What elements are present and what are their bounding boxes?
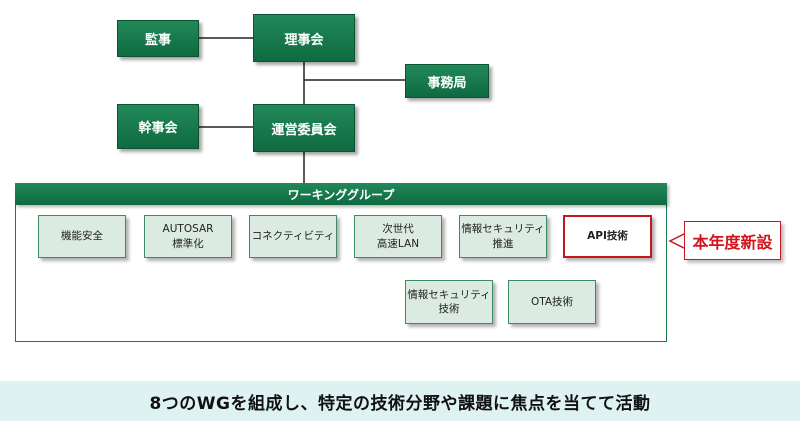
new-this-year-callout: 本年度新設: [684, 221, 781, 260]
wg-label: API技術: [587, 230, 628, 243]
secretariat-label: 事務局: [427, 75, 467, 91]
wg-label: OTA技術: [530, 295, 574, 308]
board-box: 理事会: [253, 14, 355, 62]
wg-label: 推進: [492, 237, 514, 250]
wg-api-technology: API技術: [563, 215, 652, 258]
executive-label: 幹事会: [138, 121, 178, 136]
executive-box: 幹事会: [117, 104, 199, 149]
working-group-title: ワーキンググループ: [287, 187, 395, 202]
wg-label: 次世代: [382, 223, 414, 236]
wg-next-generation-lan: 次世代 高速LAN: [354, 215, 442, 258]
caption-text: 8つのWGを組成し、特定の技術分野や課題に焦点を当てて活動: [149, 393, 651, 414]
secretariat-box: 事務局: [405, 64, 489, 98]
wg-infosec-promotion: 情報セキュリティ 推進: [459, 215, 547, 258]
wg-functional-safety: 機能安全: [38, 215, 126, 258]
board-label: 理事会: [284, 32, 324, 48]
wg-autosar: AUTOSAR 標準化: [144, 215, 232, 258]
wg-label: 標準化: [172, 237, 204, 250]
wg-label: 技術: [438, 303, 460, 315]
auditor-box: 監事: [117, 20, 199, 57]
wg-label: 高速LAN: [376, 237, 420, 250]
wg-label: 機能安全: [61, 230, 103, 243]
wg-label: 情報セキュリティ: [461, 223, 545, 236]
wg-infosec-technology: 情報セキュリティ 技術: [405, 280, 493, 324]
steering-committee-box: 運営委員会: [253, 104, 355, 152]
wg-label: 情報セキュリティ: [407, 288, 491, 301]
steering-committee-label: 運営委員会: [271, 122, 337, 138]
wg-connectivity: コネクティビティ: [249, 215, 337, 258]
caption-bar: 8つのWGを組成し、特定の技術分野や課題に焦点を当てて活動: [0, 381, 800, 421]
auditor-label: 監事: [144, 33, 171, 48]
wg-label: コネクティビティ: [251, 230, 335, 243]
wg-label: AUTOSAR: [162, 223, 214, 236]
callout-label: 本年度新設: [692, 232, 773, 252]
wg-ota-technology: OTA技術: [508, 280, 596, 324]
working-group-header: ワーキンググループ: [15, 183, 667, 205]
